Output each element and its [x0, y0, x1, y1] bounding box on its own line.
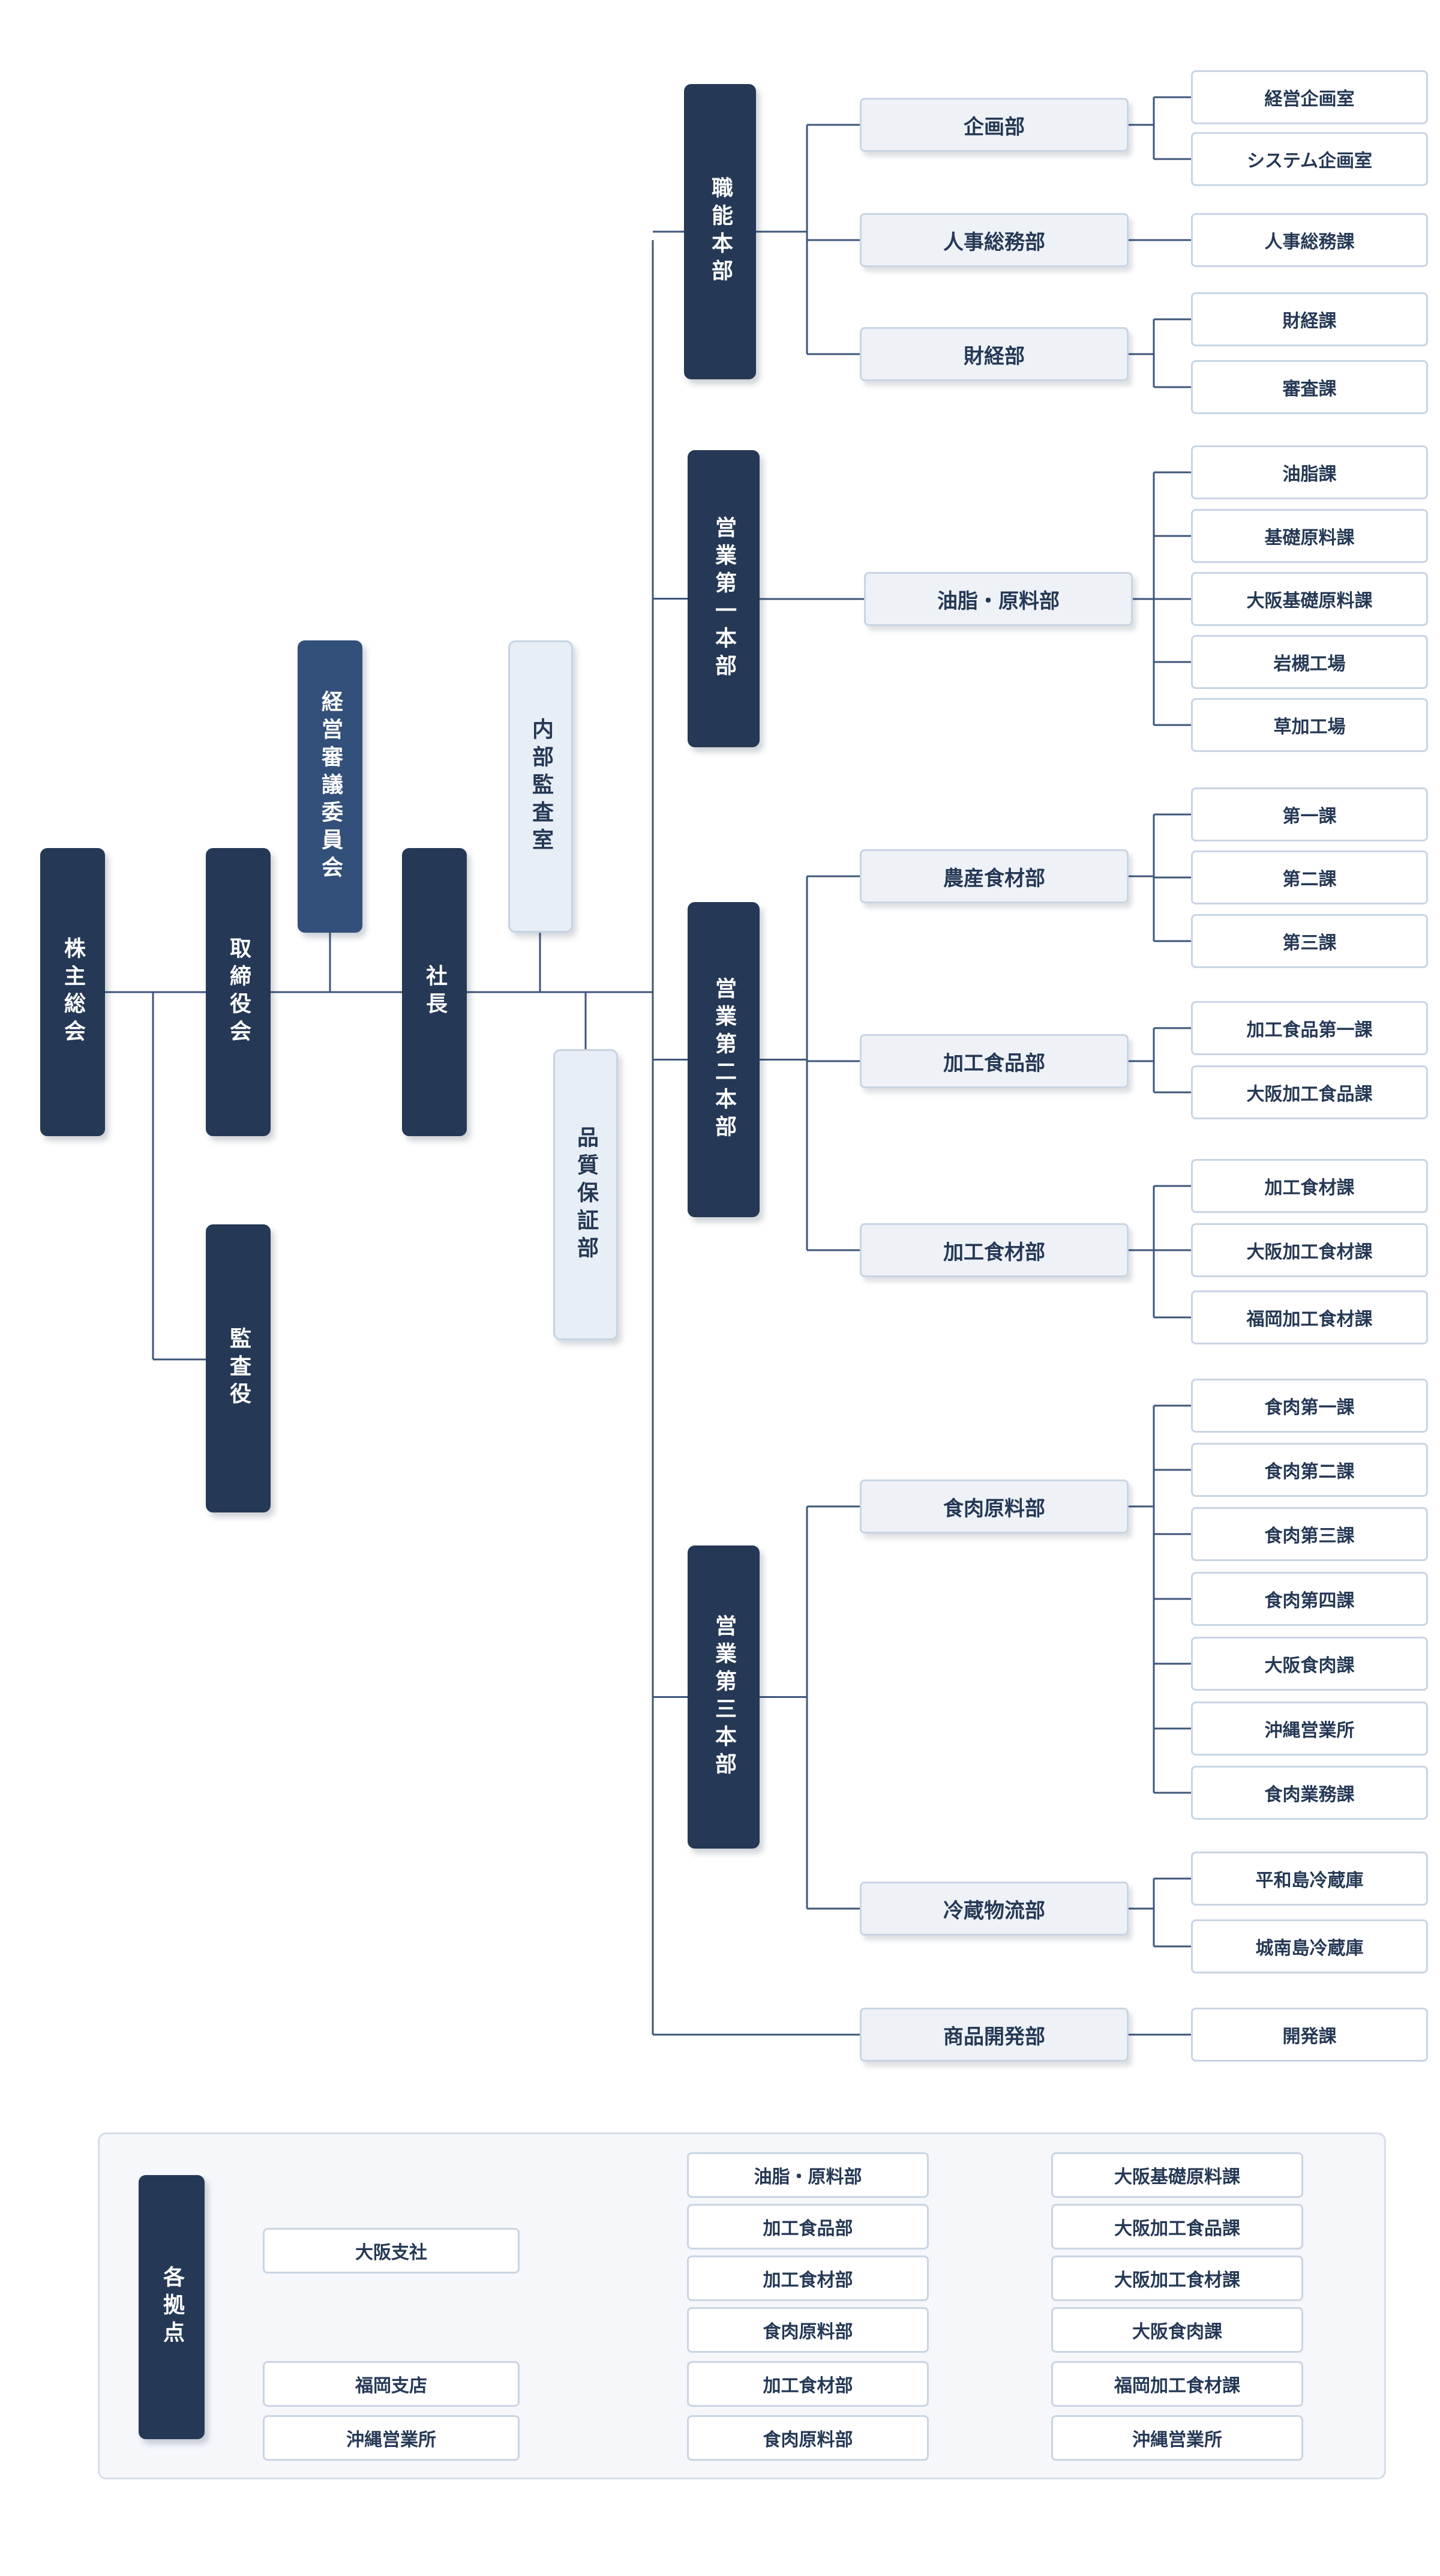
- management-committee: 経営審議委員会: [298, 640, 362, 933]
- section-box: 大阪加工食材課: [1191, 1223, 1428, 1277]
- section-box: 大阪食肉課: [1191, 1637, 1428, 1691]
- location-section-box: 大阪加工食材課: [1051, 2256, 1303, 2301]
- department-box: 油脂・原料部: [864, 572, 1133, 626]
- auditor: 監査役: [206, 1224, 271, 1512]
- location-box: 福岡支店: [263, 2361, 520, 2407]
- division-box: 職能本部: [684, 84, 756, 379]
- division-box: 営業第二本部: [688, 902, 760, 1217]
- division-box: 営業第一本部: [688, 450, 760, 747]
- board-of-directors: 取締役会: [206, 848, 271, 1136]
- section-box: システム企画室: [1191, 132, 1428, 186]
- section-box: 大阪基礎原料課: [1191, 572, 1428, 626]
- section-box: 食肉第二課: [1191, 1443, 1428, 1497]
- department-box: 加工食材部: [860, 1223, 1129, 1277]
- location-section-box: 福岡加工食材課: [1051, 2361, 1303, 2407]
- department-box: 冷蔵物流部: [860, 1882, 1129, 1936]
- section-box: 大阪加工食品課: [1191, 1065, 1428, 1119]
- section-box: 草加工場: [1191, 698, 1428, 752]
- location-department-box: 加工食材部: [687, 2256, 929, 2301]
- section-box: 加工食品第一課: [1191, 1001, 1428, 1055]
- section-box: 第二課: [1191, 850, 1428, 904]
- location-department-box: 食肉原料部: [687, 2415, 929, 2461]
- location-section-box: 大阪加工食品課: [1051, 2204, 1303, 2249]
- department-box: 商品開発部: [860, 2008, 1129, 2062]
- department-box: 農産食材部: [860, 849, 1129, 903]
- shareholders-meeting: 株主総会: [40, 848, 105, 1136]
- section-box: 食肉業務課: [1191, 1766, 1428, 1820]
- location-section-box: 大阪基礎原料課: [1051, 2152, 1303, 2198]
- section-box: 第三課: [1191, 914, 1428, 968]
- president: 社長: [402, 848, 467, 1136]
- section-box: 審査課: [1191, 360, 1428, 414]
- section-box: 食肉第三課: [1191, 1507, 1428, 1561]
- location-section-box: 沖縄営業所: [1051, 2415, 1303, 2461]
- section-box: 加工食材課: [1191, 1159, 1428, 1213]
- section-box: 福岡加工食材課: [1191, 1290, 1428, 1344]
- department-box: 人事総務部: [860, 213, 1129, 267]
- internal-audit-office: 内部監査室: [508, 640, 573, 933]
- quality-assurance-dept: 品質保証部: [553, 1049, 618, 1340]
- section-box: 食肉第一課: [1191, 1379, 1428, 1433]
- section-box: 第一課: [1191, 787, 1428, 841]
- department-box: 食肉原料部: [860, 1479, 1129, 1533]
- section-box: 財経課: [1191, 292, 1428, 346]
- location-box: 沖縄営業所: [263, 2415, 520, 2461]
- section-box: 開発課: [1191, 2008, 1428, 2062]
- section-box: 人事総務課: [1191, 213, 1428, 267]
- location-department-box: 加工食品部: [687, 2204, 929, 2249]
- section-box: 沖縄営業所: [1191, 1702, 1428, 1756]
- section-box: 基礎原料課: [1191, 509, 1428, 563]
- section-box: 経営企画室: [1191, 70, 1428, 124]
- location-department-box: 油脂・原料部: [687, 2152, 929, 2198]
- department-box: 財経部: [860, 327, 1129, 381]
- location-department-box: 加工食材部: [687, 2361, 929, 2407]
- locations-title: 各拠点: [139, 2175, 205, 2439]
- section-box: 食肉第四課: [1191, 1572, 1428, 1626]
- division-box: 営業第三本部: [688, 1545, 760, 1849]
- location-section-box: 大阪食肉課: [1051, 2307, 1303, 2353]
- department-box: 企画部: [860, 98, 1129, 152]
- section-box: 油脂課: [1191, 445, 1428, 499]
- department-box: 加工食品部: [860, 1034, 1129, 1088]
- location-box: 大阪支社: [263, 2228, 520, 2274]
- section-box: 岩槻工場: [1191, 635, 1428, 689]
- section-box: 平和島冷蔵庫: [1191, 1852, 1428, 1906]
- section-box: 城南島冷蔵庫: [1191, 1919, 1428, 1973]
- location-department-box: 食肉原料部: [687, 2307, 929, 2353]
